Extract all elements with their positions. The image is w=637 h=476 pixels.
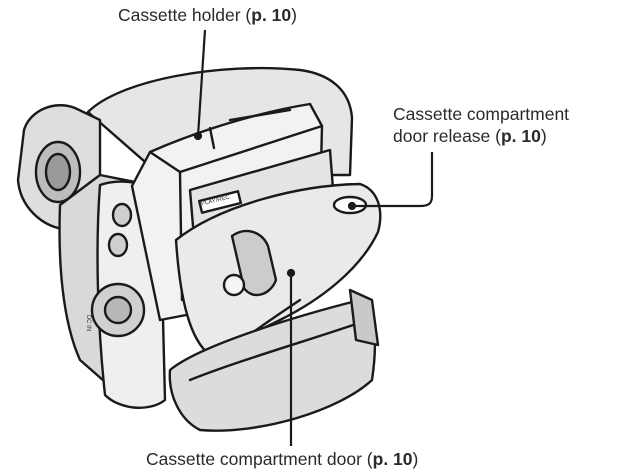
label-door-release: Cassette compartment door release (p. 10…	[393, 103, 569, 147]
label-line1: Cassette compartment	[393, 104, 570, 124]
label-text: door release (	[393, 126, 501, 146]
leader-line-door-release	[352, 152, 434, 208]
label-cassette-holder: Cassette holder (p. 10)	[118, 4, 297, 26]
paren-close: )	[540, 126, 547, 146]
paren-close: )	[412, 449, 419, 469]
control-button-bottom[interactable]	[107, 232, 129, 258]
paren-close: )	[291, 5, 297, 25]
label-text: Cassette holder (	[118, 5, 252, 25]
strap-buckle	[348, 288, 380, 347]
page-ref: p. 10	[251, 5, 292, 25]
play-rec-tab	[197, 190, 243, 214]
label-cassette-compartment-door: Cassette compartment door (p. 10)	[146, 448, 418, 470]
leader-line-cassette-holder	[196, 29, 207, 137]
label-text: Cassette compartment door (	[146, 449, 373, 469]
page-ref: p. 10	[372, 449, 413, 469]
page-ref: p. 10	[500, 126, 541, 146]
cassette-compartment-door	[174, 182, 382, 357]
hand-strap	[168, 298, 377, 432]
dc-in-mark: DC IN	[85, 314, 92, 332]
label-line2: door release (p. 10)	[393, 125, 569, 147]
control-button-top[interactable]	[111, 202, 133, 228]
